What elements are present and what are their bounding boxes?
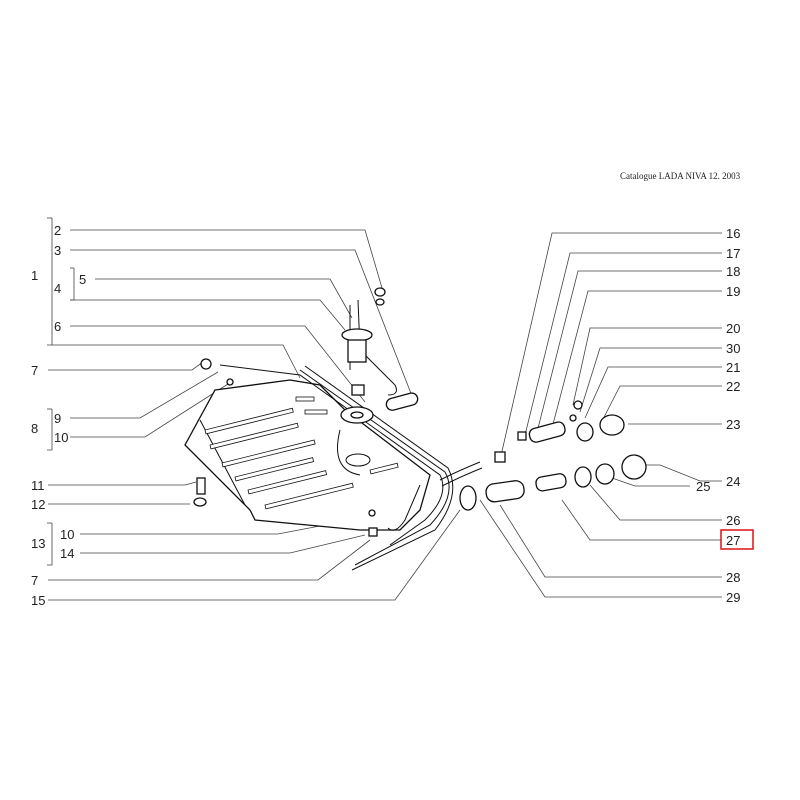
callout-28: 28 xyxy=(726,570,740,585)
callout-29: 29 xyxy=(726,590,740,605)
group-brackets xyxy=(47,217,75,566)
callout-14: 14 xyxy=(60,546,74,561)
callout-22: 22 xyxy=(726,379,740,394)
callout-7b: 7 xyxy=(31,573,38,588)
fuel-gauge-sender xyxy=(193,287,419,537)
callout-12: 12 xyxy=(31,497,45,512)
callouts-right: 16 17 18 19 20 30 21 22 23 24 25 26 27 2… xyxy=(696,226,754,605)
callout-16: 16 xyxy=(726,226,740,241)
callout-24: 24 xyxy=(726,474,740,489)
callout-1: 1 xyxy=(31,268,38,283)
callout-18: 18 xyxy=(726,264,740,279)
callout-17: 17 xyxy=(726,246,740,261)
callout-25: 25 xyxy=(696,479,710,494)
callout-10: 10 xyxy=(54,430,68,445)
callout-30: 30 xyxy=(726,341,740,356)
callout-2: 2 xyxy=(54,223,61,238)
callout-3: 3 xyxy=(54,243,61,258)
callout-19: 19 xyxy=(726,284,740,299)
callout-7: 7 xyxy=(31,363,38,378)
highlight-box xyxy=(720,529,754,550)
fuel-tank xyxy=(184,379,431,531)
leader-lines-left xyxy=(48,229,461,601)
callout-10b: 10 xyxy=(60,527,74,542)
fuel-pipes xyxy=(219,364,454,571)
leader-lines-right xyxy=(479,232,722,598)
callout-6: 6 xyxy=(54,319,61,334)
callouts-left: 1 2 3 4 5 6 7 8 9 10 11 12 13 10 14 7 15 xyxy=(31,223,86,608)
callout-26: 26 xyxy=(726,513,740,528)
callout-9: 9 xyxy=(54,411,61,426)
filler-neck-parts xyxy=(439,400,647,511)
callout-15: 15 xyxy=(31,593,45,608)
callout-4: 4 xyxy=(54,281,61,296)
callout-13: 13 xyxy=(31,536,45,551)
callout-20: 20 xyxy=(726,321,740,336)
catalogue-header: Catalogue LADA NIVA 12. 2003 xyxy=(620,171,741,181)
callout-11: 11 xyxy=(31,478,45,493)
callout-5: 5 xyxy=(79,272,86,287)
callout-23: 23 xyxy=(726,417,740,432)
callout-27[interactable]: 27 xyxy=(726,533,740,548)
callout-8: 8 xyxy=(31,421,38,436)
callout-21: 21 xyxy=(726,360,740,375)
